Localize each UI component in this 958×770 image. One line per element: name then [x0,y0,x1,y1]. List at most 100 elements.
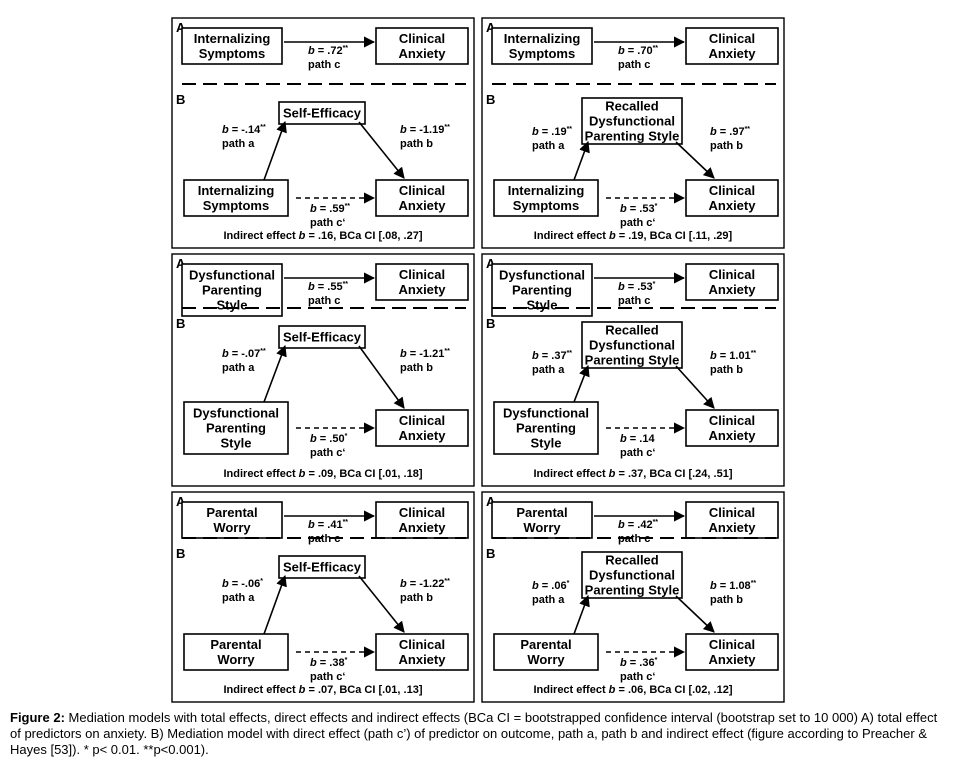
outcome-box-text: Clinical [399,637,445,652]
section-b-label: B [486,316,495,331]
path-a-arrow [263,120,287,181]
path-a-arrow [573,364,590,403]
caption-label: Figure 2: [10,710,65,725]
path-c-prime-label: path c‘ [620,447,655,459]
path-c-coefficient: b = .70** [618,45,658,57]
outcome-box-total-text: Clinical [709,31,755,46]
outcome-box-text: Anxiety [399,652,447,667]
path-c-label: path c [308,295,340,307]
path-a-arrow [573,140,590,181]
path-c-prime-coefficient: b = .53* [620,203,658,215]
path-a-label: path a [532,594,565,606]
panel-border [481,253,785,487]
path-c-prime-label: path c‘ [620,217,655,229]
path-a-arrow [263,574,287,635]
predictor-box-total-text: Style [526,298,557,313]
path-a-label: path a [532,364,565,376]
path-b-label: path b [400,592,433,604]
predictor-box-text: Worry [217,652,255,667]
predictor-box-total-text: Parental [206,505,257,520]
panel-border [481,491,785,703]
panel-border [481,17,785,249]
mediator-box-text: Parenting Style [585,129,680,144]
indirect-effect-text: Indirect effect b = .07, BCa CI [.01, .1… [223,684,422,696]
path-b-label: path b [710,140,743,152]
panel-border [171,17,475,249]
indirect-effect-text: Indirect effect b = .09, BCa CI [.01, .1… [223,468,422,480]
path-b-label: path b [710,594,743,606]
path-c-prime-label: path c‘ [310,217,345,229]
panel-border [171,253,475,487]
path-a-arrow [263,344,287,403]
path-b-coefficient: b = 1.01** [710,350,756,362]
outcome-box-text: Anxiety [709,652,757,667]
path-b-coefficient: b = -1.22** [400,578,450,590]
path-c-prime-coefficient: b = .50* [310,433,348,445]
mediator-box-text: Dysfunctional [589,568,675,583]
section-a-label: A [486,20,496,35]
outcome-box-total-text: Clinical [709,267,755,282]
predictor-box-text: Dysfunctional [193,406,279,421]
path-a-coefficient: b = .06* [532,580,570,592]
section-b-label: B [176,92,185,107]
path-b-coefficient: b = 1.08** [710,580,756,592]
section-b-label: B [486,546,495,561]
mediator-box: Self-Efficacy [278,325,366,349]
panel-border [171,491,475,703]
outcome-box-total-text: Anxiety [399,46,447,61]
predictor-box-total-text: Style [216,298,247,313]
outcome-box-text: Clinical [709,637,755,652]
path-b-coefficient: b = -1.21** [400,348,450,360]
predictor-box-total-text: Parenting [202,283,262,298]
predictor-box-text: Style [220,436,251,451]
outcome-box-text: Clinical [709,183,755,198]
predictor-box-text: Parental [210,637,261,652]
path-a-coefficient: b = -.14** [222,124,266,136]
outcome-box-text: Clinical [399,413,445,428]
mediator-box: Self-Efficacy [278,555,366,579]
mediator-box-text: Recalled [605,323,659,338]
section-a-label: A [486,256,496,271]
path-b-arrow [358,121,405,179]
path-a-coefficient: b = .19** [532,126,572,138]
path-c-prime-coefficient: b = .59** [310,203,350,215]
path-a-label: path a [222,362,255,374]
predictor-box-total-text: Parenting [512,283,572,298]
indirect-effect-text: Indirect effect b = .19, BCa CI [.11, .2… [534,230,733,242]
outcome-box-total-text: Clinical [399,267,445,282]
path-c-label: path c [618,533,650,545]
outcome-box-total-text: Anxiety [399,282,447,297]
path-b-arrow [358,345,405,409]
path-c-prime-coefficient: b = .38* [310,657,348,669]
path-c-prime-label: path c‘ [620,671,655,683]
path-b-arrow [675,141,715,179]
predictor-box-total-text: Symptoms [199,46,265,61]
mediator-box-text: Recalled [605,553,659,568]
mediator-box: Self-Efficacy [278,101,366,125]
predictor-box-text: Worry [527,652,565,667]
outcome-box-total-text: Clinical [399,31,445,46]
outcome-box-total-text: Anxiety [709,46,757,61]
predictor-box-total-text: Symptoms [509,46,575,61]
section-a-label: A [176,20,186,35]
predictor-box-total-text: Parental [516,505,567,520]
outcome-box-text: Anxiety [399,198,447,213]
mediator-box-text: Recalled [605,99,659,114]
path-b-coefficient: b = -1.19** [400,124,450,136]
path-b-label: path b [400,138,433,150]
